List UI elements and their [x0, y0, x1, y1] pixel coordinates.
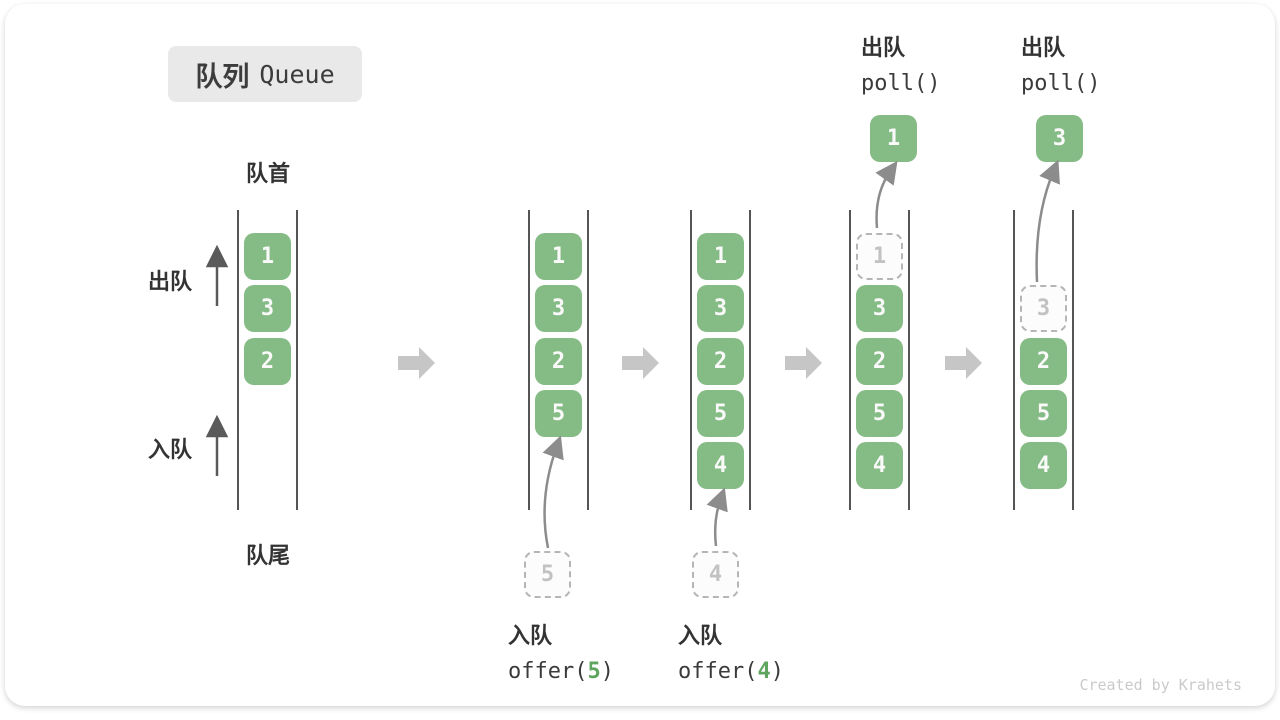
operation-code: offer(5)	[508, 659, 614, 684]
operation-name: 入队	[678, 623, 723, 648]
queue-wall-icon	[296, 210, 298, 510]
queue-element: 5	[535, 390, 582, 437]
queue-wall-icon	[1013, 210, 1015, 510]
queue-wall-icon	[528, 210, 530, 510]
queue-element: 4	[697, 442, 744, 489]
operation-code: poll()	[1021, 71, 1101, 96]
queue-state-4: 1 3 2 5 4	[849, 210, 910, 510]
queue-wall-icon	[849, 210, 851, 510]
queue-state-3: 1 3 2 5 4	[690, 210, 751, 510]
queue-wall-icon	[1072, 210, 1074, 510]
incoming-element: 4	[692, 551, 739, 598]
enqueue-operation-label: 入队 offer(5)	[508, 618, 614, 684]
flow-arrow-icon	[785, 347, 822, 379]
up-arrow-icon	[205, 244, 229, 306]
queue-element: 2	[1020, 338, 1067, 385]
removed-element-slot: 3	[1020, 285, 1067, 332]
dequeue-operation-label: 出队 poll()	[1021, 30, 1100, 96]
queue-element: 2	[697, 338, 744, 385]
queue-wall-icon	[690, 210, 692, 510]
title-english: Queue	[259, 59, 335, 89]
operation-name: 出队	[861, 35, 906, 60]
operation-code: poll()	[861, 71, 941, 96]
enqueue-side-label: 入队	[148, 437, 193, 462]
operation-code: offer(4)	[678, 659, 784, 684]
queue-wall-icon	[749, 210, 751, 510]
enqueue-operation-label: 入队 offer(4)	[678, 618, 784, 684]
queue-wall-icon	[908, 210, 910, 510]
dequeue-arrow-icon	[1035, 159, 1060, 283]
diagram-title: 队列 Queue	[168, 46, 362, 102]
flow-arrow-icon	[945, 347, 982, 379]
queue-element: 2	[535, 338, 582, 385]
dequeue-arrow-icon	[875, 160, 898, 229]
queue-rear-label: 队尾	[246, 543, 291, 568]
queue-state-1: 1 3 2	[237, 210, 298, 510]
removed-element-slot: 1	[856, 233, 903, 280]
queue-element: 1	[697, 233, 744, 280]
queue-element: 3	[244, 285, 291, 332]
incoming-element: 5	[524, 551, 571, 598]
up-arrow-icon	[205, 414, 229, 476]
title-chinese: 队列	[195, 61, 250, 92]
queue-element: 1	[244, 233, 291, 280]
flow-arrow-icon	[398, 347, 435, 379]
operation-name: 出队	[1021, 35, 1066, 60]
queue-element: 5	[856, 390, 903, 437]
queue-element: 3	[535, 285, 582, 332]
queue-element: 2	[244, 338, 291, 385]
flow-arrow-icon	[622, 347, 659, 379]
queue-element: 3	[856, 285, 903, 332]
operation-name: 入队	[508, 623, 553, 648]
queue-element: 3	[697, 285, 744, 332]
queue-state-2: 1 3 2 5	[528, 210, 589, 510]
queue-wall-icon	[587, 210, 589, 510]
dequeue-side-label: 出队	[148, 269, 193, 294]
queue-element: 4	[856, 442, 903, 489]
dequeue-operation-label: 出队 poll()	[861, 30, 940, 96]
enqueue-arrow-icon	[542, 435, 564, 549]
queue-front-label: 队首	[246, 161, 291, 186]
queue-element: 5	[697, 390, 744, 437]
queue-element: 4	[1020, 442, 1067, 489]
queue-element: 1	[535, 233, 582, 280]
queue-element: 2	[856, 338, 903, 385]
queue-wall-icon	[237, 210, 239, 510]
watermark-credit: Created by Krahets	[1079, 676, 1242, 694]
queue-element: 5	[1020, 390, 1067, 437]
polled-element: 1	[870, 115, 917, 162]
polled-element: 3	[1036, 115, 1083, 162]
enqueue-arrow-icon	[706, 487, 728, 547]
queue-state-5: 3 2 5 4	[1013, 210, 1074, 510]
